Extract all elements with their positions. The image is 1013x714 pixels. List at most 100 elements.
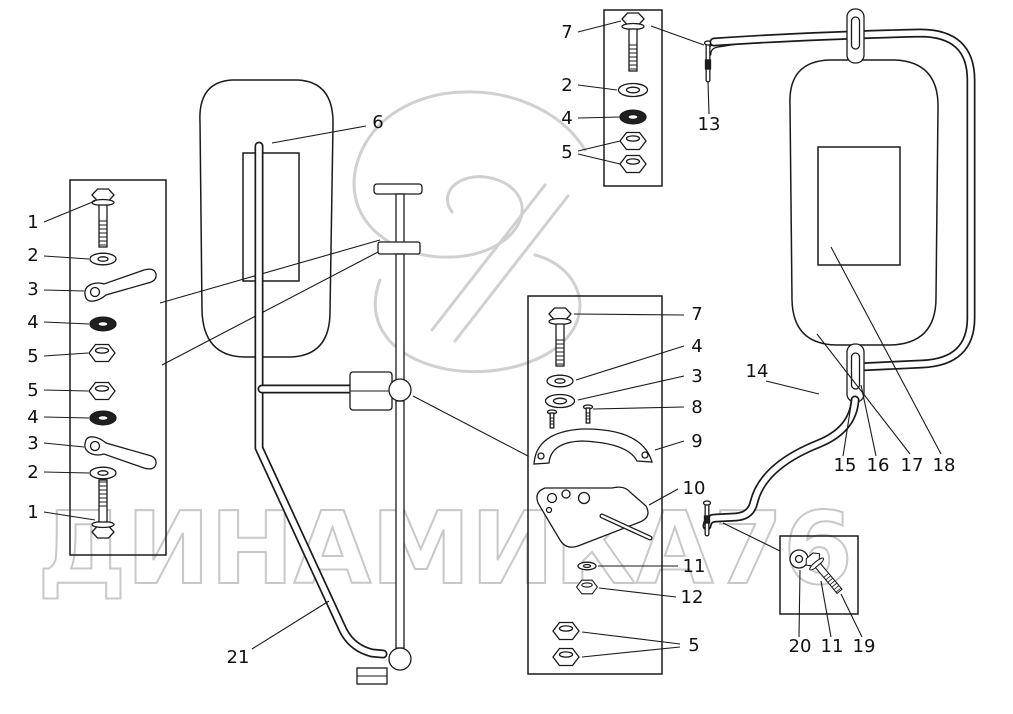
frame-tube — [709, 28, 976, 372]
lever-part-3-top — [84, 268, 157, 302]
callout-14: 14 — [746, 361, 769, 382]
washer-part-11 — [577, 561, 597, 571]
leader-line — [816, 333, 911, 455]
detail-indicator-line — [159, 239, 381, 304]
callout-4b: 4 — [27, 407, 38, 428]
leader-line — [577, 140, 621, 152]
bolt-part-7 — [621, 12, 645, 72]
bolt-part-1-top — [91, 188, 115, 248]
leader-line — [577, 20, 622, 33]
screw-part-8b — [582, 404, 594, 424]
retainer-pin-13 — [703, 38, 747, 115]
leader-line — [654, 440, 685, 451]
detail-box-outline — [527, 295, 663, 675]
washer-part-3 — [544, 393, 576, 409]
leader-line — [577, 375, 685, 401]
nut-part-5b — [619, 154, 647, 174]
detail-box-outline — [779, 535, 859, 615]
nut-part-12 — [576, 579, 598, 595]
callout-3b: 3 — [27, 433, 38, 454]
callout-4-center: 4 — [691, 336, 702, 357]
callout-2b: 2 — [27, 462, 38, 483]
leader-line — [830, 246, 942, 455]
washer-hole — [794, 554, 804, 564]
callout-1: 1 — [27, 212, 38, 233]
left-mirror-head — [199, 79, 334, 358]
bracket-plate-part-10 — [536, 486, 653, 548]
leader-line — [43, 511, 96, 521]
callout-11: 11 — [683, 556, 706, 577]
watermark-text: ДИНАМИКА76 — [37, 490, 852, 607]
leader-line — [707, 81, 710, 115]
callout-5-center: 5 — [688, 635, 699, 656]
corner-fastener-box — [722, 522, 863, 638]
leader-line — [43, 442, 85, 448]
leader-line — [860, 384, 877, 457]
nut-part-5-bottom — [88, 381, 116, 401]
lever-part-3-bottom — [84, 436, 157, 470]
nut-part-5a — [619, 131, 647, 151]
callouts: 1 2 3 4 5 5 4 3 2 1 6 7 2 4 5 13 7 4 3 8… — [27, 22, 955, 668]
nut-part-5b — [552, 647, 580, 667]
callout-20: 20 — [789, 636, 812, 657]
leader-line — [840, 593, 863, 638]
leader-line — [581, 631, 681, 645]
callout-19: 19 — [853, 636, 876, 657]
washer-part-2-bottom — [89, 466, 117, 480]
leader-lines-center-box — [573, 313, 685, 658]
callout-18: 18 — [933, 455, 956, 476]
callout-12: 12 — [681, 587, 704, 608]
leader-line — [43, 255, 90, 260]
spring-washer-part-4-top — [89, 316, 117, 332]
leader-line — [43, 389, 89, 392]
callout-10: 10 — [683, 478, 706, 499]
center-support-rod — [349, 183, 423, 685]
callout-8: 8 — [691, 397, 702, 418]
leader-line — [43, 200, 96, 223]
leader-line — [577, 153, 621, 165]
leader-line — [43, 416, 90, 419]
leader-line — [43, 321, 90, 325]
bent-mirror-arm — [254, 141, 388, 659]
leader-line — [820, 580, 832, 638]
detail-indicator-line — [412, 395, 529, 457]
leader-line — [271, 125, 367, 144]
rod-middle-segment — [395, 253, 405, 391]
callout-5: 5 — [27, 346, 38, 367]
rod-top-plate — [373, 183, 423, 195]
callout-11b: 11 — [821, 636, 844, 657]
callout-15: 15 — [834, 455, 857, 476]
ball-joint-upper — [388, 378, 412, 402]
washer-part-2 — [617, 82, 649, 98]
callout-17: 17 — [901, 455, 924, 476]
callout-9: 9 — [691, 431, 702, 452]
callout-6: 6 — [372, 112, 383, 133]
leader-line — [650, 25, 705, 46]
washer-part-2-top — [89, 252, 117, 266]
leader-line — [798, 569, 801, 638]
detail-box-outline — [603, 9, 663, 187]
callout-4-top: 4 — [561, 108, 572, 129]
leader-line — [43, 352, 89, 357]
lower-curved-arm — [702, 395, 860, 537]
right-mirror-assembly — [709, 8, 976, 403]
rod-lower-segment — [395, 400, 405, 649]
leader-line — [598, 587, 677, 598]
mirror-housing — [199, 79, 334, 358]
leader-line — [592, 406, 685, 410]
mirror-glass — [817, 146, 901, 266]
top-bracket-slot — [850, 16, 861, 50]
bottom-bracket-slot — [850, 352, 861, 390]
callout-21: 21 — [227, 647, 250, 668]
mirror-glass — [242, 152, 300, 282]
leader-line — [577, 84, 618, 91]
callout-7-center: 7 — [691, 304, 702, 325]
leader-line — [842, 398, 853, 457]
saddle-clamp-part-9 — [533, 428, 653, 465]
mirror-housing — [789, 59, 939, 346]
leader-line — [722, 522, 781, 552]
rod-upper-segment — [395, 193, 405, 244]
callout-5-top: 5 — [561, 142, 572, 163]
